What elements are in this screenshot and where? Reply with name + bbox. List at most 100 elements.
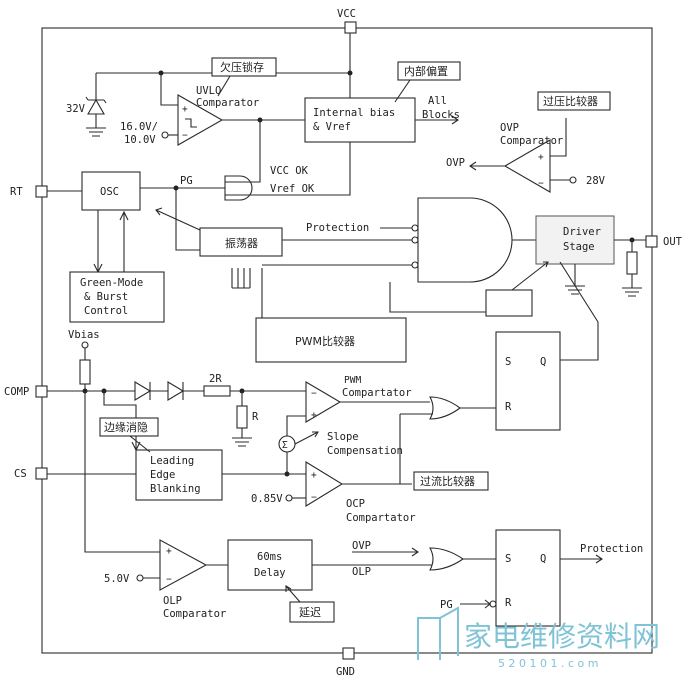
ocp-threshold: 0.85V bbox=[251, 493, 283, 505]
svg-text:+: + bbox=[182, 104, 188, 115]
ff1-s: S bbox=[505, 356, 511, 368]
callout-ovp-text: 过压比较器 bbox=[543, 94, 598, 108]
pwm-cn-label: PWM比较器 bbox=[295, 334, 355, 348]
oscillator-cn-label: 振荡器 bbox=[225, 236, 258, 250]
svg-text:−: − bbox=[538, 178, 544, 189]
delay-block: 60ms Delay bbox=[227, 539, 313, 591]
or2-ovp-input: OVP bbox=[352, 540, 371, 552]
pwm-comparator: − + PWM Compartator bbox=[286, 375, 412, 436]
watermark: 家电维修资料网 5 2 0 1 0 1 . c o m bbox=[417, 606, 660, 670]
olp-threshold: 5.0V bbox=[104, 573, 130, 585]
callout-bias: 内部偏置 bbox=[394, 61, 461, 103]
pin-out-label: OUT bbox=[663, 236, 683, 248]
pin-comp-label: COMP bbox=[4, 386, 29, 398]
driver-title-2: Stage bbox=[563, 241, 595, 253]
ocp-title-1: OCP bbox=[346, 498, 365, 510]
protection-out-label: Protection bbox=[580, 543, 643, 555]
all-blocks-1: All bbox=[428, 95, 447, 107]
callout-bias-text: 内部偏置 bbox=[404, 64, 448, 78]
green-mode-block: Green-Mode & Burst Control bbox=[69, 271, 165, 323]
pin-gnd: GND bbox=[336, 647, 355, 678]
svg-text:−: − bbox=[182, 130, 188, 141]
osc-block: OSC bbox=[81, 171, 141, 211]
svg-text:−: − bbox=[311, 492, 317, 503]
callout-ocp-text: 过流比较器 bbox=[420, 474, 475, 488]
driver-title-1: Driver bbox=[563, 226, 601, 238]
ff2-r: R bbox=[505, 597, 512, 609]
vref-ok-label: Vref OK bbox=[270, 183, 315, 195]
leb-title-3: Blanking bbox=[150, 483, 201, 495]
pwm-comp-title-1: PWM bbox=[344, 375, 361, 386]
green-title-3: Control bbox=[84, 305, 128, 317]
protection-label: Protection bbox=[306, 222, 369, 234]
svg-text:−: − bbox=[166, 574, 172, 585]
callout-delay-text: 延迟 bbox=[299, 606, 321, 619]
uvlo-threshold-high: 16.0V/ bbox=[120, 121, 158, 133]
pin-cs-label: CS bbox=[14, 468, 27, 480]
ovp-title-1: OVP bbox=[500, 122, 519, 134]
callout-ovp: 过压比较器 bbox=[537, 91, 611, 111]
watermark-url: 5 2 0 1 0 1 . c o m bbox=[498, 657, 598, 670]
uvlo-title-1: UVLO bbox=[196, 85, 221, 97]
svg-text:+: + bbox=[166, 546, 172, 557]
delay-title-2: Delay bbox=[254, 567, 286, 579]
pwm-comp-title-2: Compartator bbox=[342, 387, 412, 399]
uvlo-comparator: + − 16.0V/ 10.0V UVLO Comparator bbox=[120, 73, 259, 146]
callout-leb: 边缘消隐 bbox=[99, 417, 159, 453]
ovp-threshold: 28V bbox=[586, 175, 606, 187]
driver-stage: Driver Stage bbox=[535, 215, 615, 265]
ovp-comparator: + − 28V OVP OVP Comparator bbox=[446, 118, 606, 193]
leb-block: Leading Edge Blanking bbox=[135, 449, 223, 501]
pin-comp: COMP bbox=[4, 385, 48, 398]
green-title-1: Green-Mode bbox=[80, 277, 143, 289]
zener-diode: 32V bbox=[66, 73, 107, 137]
ocp-comparator: + − 0.85V OCP Compartator bbox=[251, 461, 416, 524]
pin-cs: CS bbox=[14, 467, 48, 480]
pin-vcc-label: VCC bbox=[337, 8, 356, 20]
all-blocks-2: Blocks bbox=[422, 109, 460, 121]
callout-uvlo-text: 欠压锁存 bbox=[220, 60, 264, 74]
ff1-r: R bbox=[505, 401, 512, 413]
osc-label: OSC bbox=[100, 186, 119, 198]
pin-vcc: VCC bbox=[337, 8, 357, 34]
slope-title-2: Compensation bbox=[327, 445, 403, 457]
main-and-gate: Protection bbox=[262, 197, 536, 313]
ff2-q: Q bbox=[540, 553, 546, 565]
ocp-title-2: Compartator bbox=[346, 512, 416, 524]
svg-text:+: + bbox=[311, 410, 317, 421]
and-gate-pg: VCC OK Vref OK bbox=[224, 165, 315, 201]
vbias-label: Vbias bbox=[68, 329, 100, 341]
svg-text:+: + bbox=[538, 152, 544, 163]
ovp-title-2: Comparator bbox=[500, 135, 563, 147]
pin-out: OUT bbox=[645, 235, 683, 248]
vcc-ok-label: VCC OK bbox=[270, 165, 309, 177]
zener-voltage: 32V bbox=[66, 103, 86, 115]
callout-delay: 延迟 bbox=[285, 585, 335, 623]
svg-text:+: + bbox=[311, 470, 317, 481]
uvlo-title-2: Comparator bbox=[196, 97, 259, 109]
pin-gnd-label: GND bbox=[336, 666, 355, 678]
leb-title-1: Leading bbox=[150, 455, 194, 467]
or2-olp-input: OLP bbox=[352, 566, 371, 578]
callout-ocp: 过流比较器 bbox=[413, 471, 489, 491]
olp-comparator: + − 5.0V OLP Comparator bbox=[104, 539, 226, 620]
pg-label: PG bbox=[180, 175, 193, 187]
bias-title-2: & Vref bbox=[313, 121, 351, 133]
internal-bias-block: Internal bias & Vref bbox=[304, 97, 416, 143]
svg-text:−: − bbox=[311, 388, 317, 399]
pg2-label: PG bbox=[440, 599, 453, 611]
bias-title-1: Internal bias bbox=[313, 107, 395, 119]
callout-uvlo: 欠压锁存 bbox=[211, 57, 277, 97]
watermark-title: 家电维修资料网 bbox=[464, 620, 660, 653]
ovp-output: OVP bbox=[446, 157, 465, 169]
svg-text:Σ: Σ bbox=[282, 440, 288, 451]
pin-rt-label: RT bbox=[10, 186, 23, 198]
green-title-2: & Burst bbox=[84, 291, 128, 303]
ff1-q: Q bbox=[540, 356, 546, 368]
pin-rt: RT bbox=[10, 185, 48, 198]
delay-title-1: 60ms bbox=[257, 551, 282, 563]
ff2-s: S bbox=[505, 553, 511, 565]
leb-title-2: Edge bbox=[150, 469, 175, 481]
uvlo-threshold-low: 10.0V bbox=[124, 134, 156, 146]
